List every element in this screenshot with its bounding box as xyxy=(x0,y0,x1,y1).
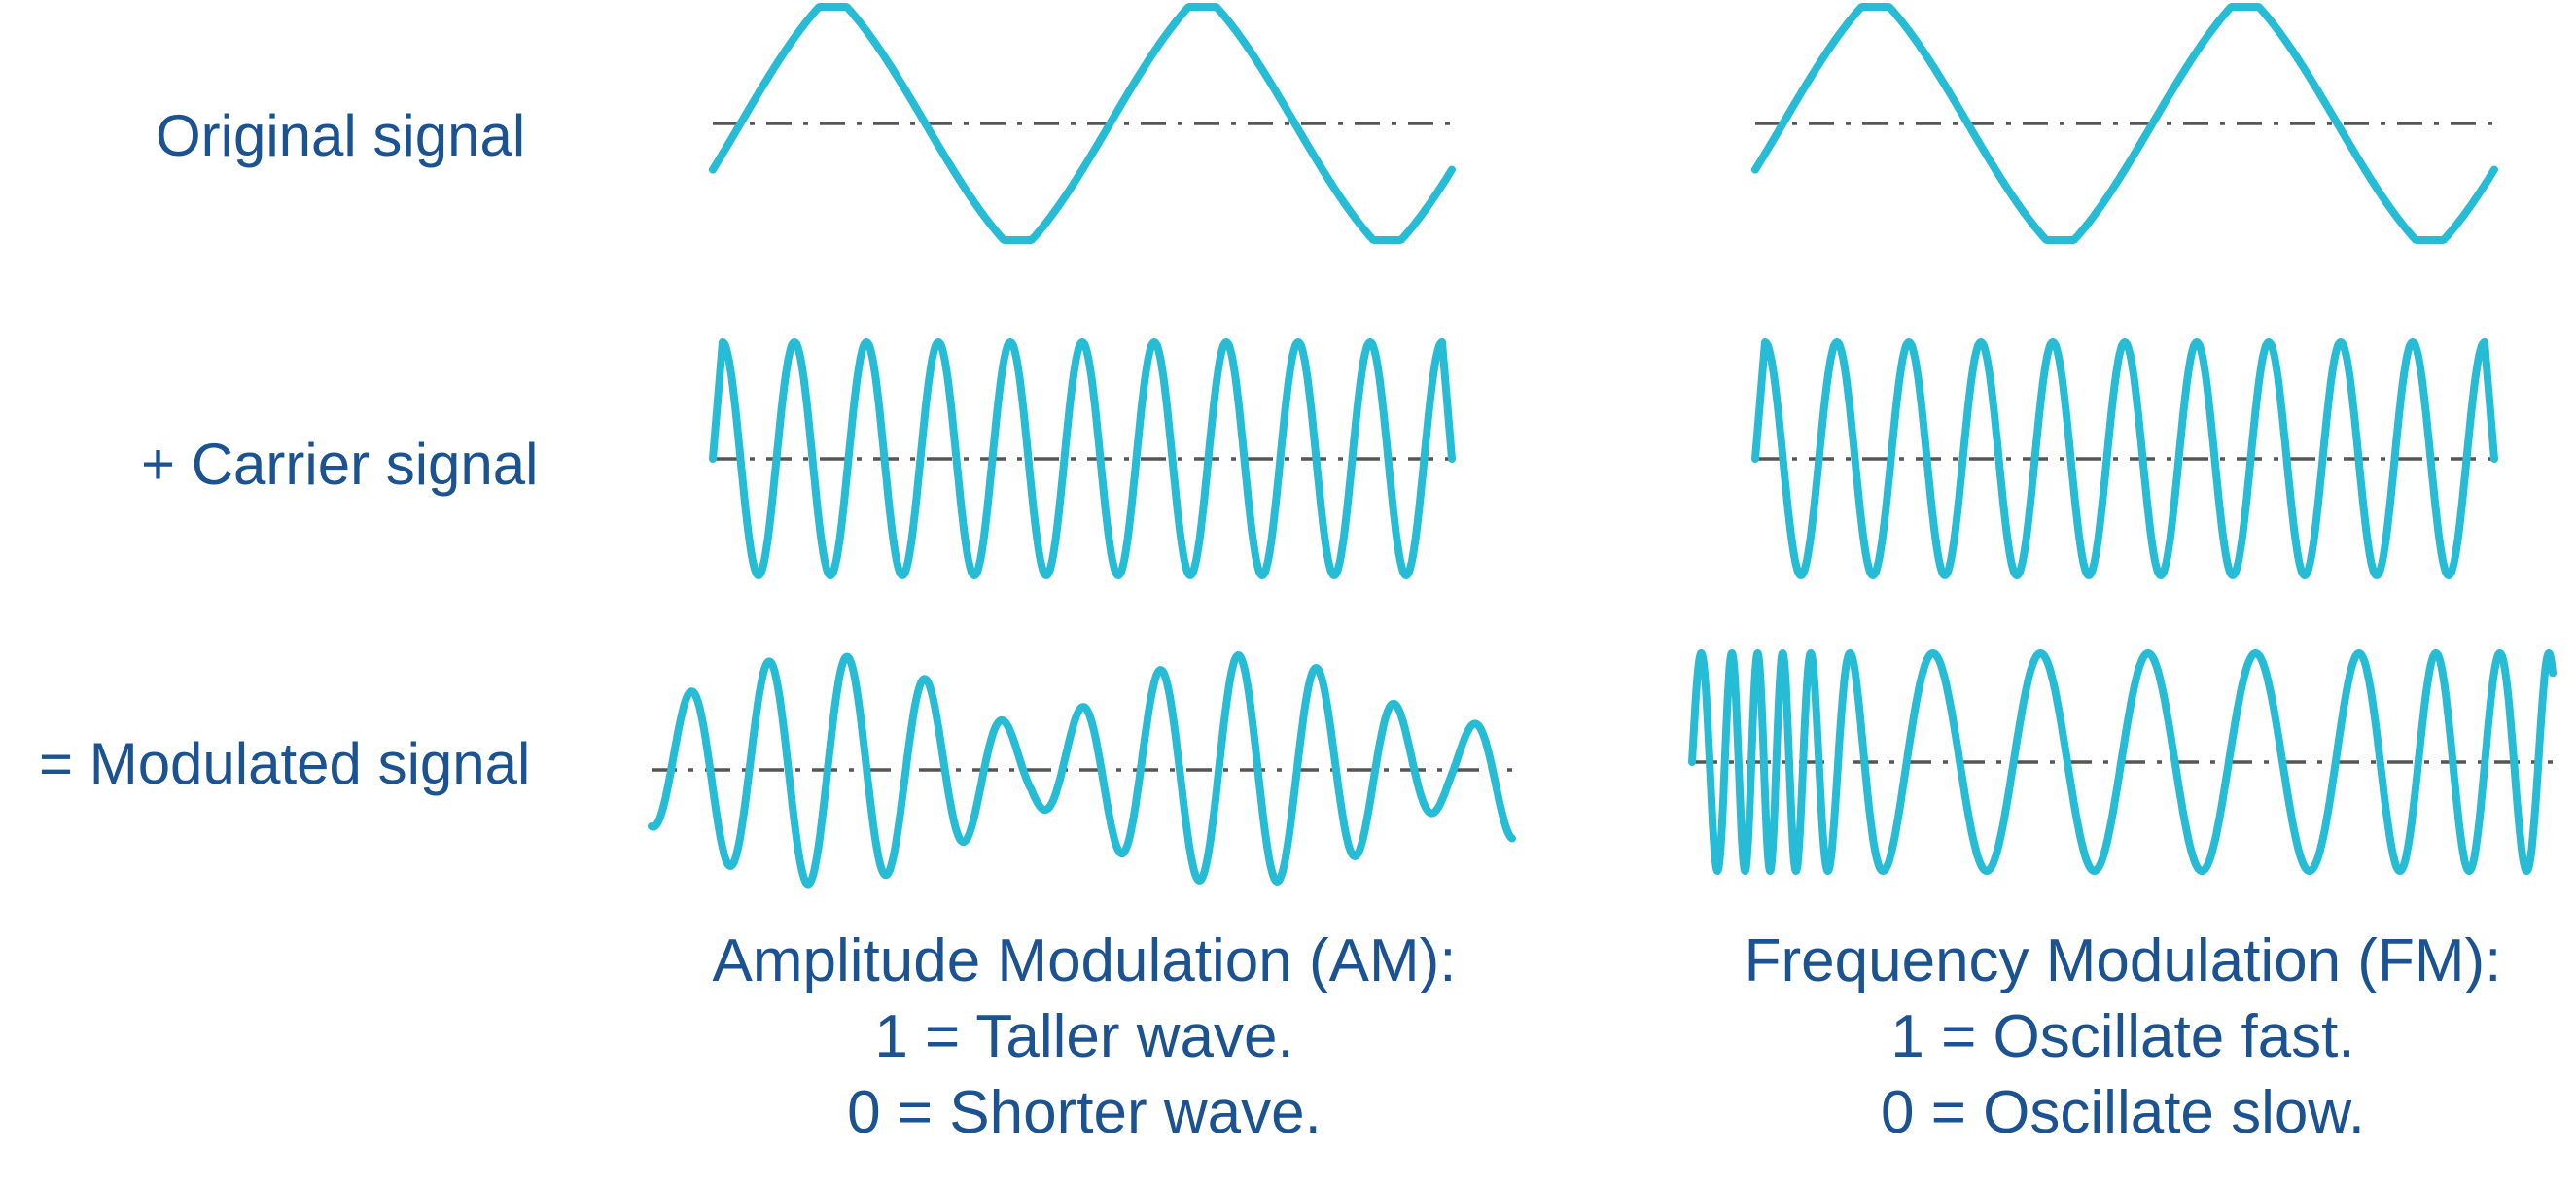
am-original-wave xyxy=(709,3,1456,244)
am-caption-title: Amplitude Modulation (AM): xyxy=(712,927,1457,994)
am-caption-zero: 0 = Shorter wave. xyxy=(847,1079,1322,1146)
fm-original-wave xyxy=(1751,3,2498,244)
modulated-signal-label: = Modulated signal xyxy=(39,731,531,796)
am-modulated-wave xyxy=(648,651,1516,889)
fm-carrier-wave xyxy=(1751,338,2498,579)
fm-caption-one: 1 = Oscillate fast. xyxy=(1890,1003,2355,1070)
carrier-signal-label: + Carrier signal xyxy=(141,432,539,497)
fm-caption-title: Frequency Modulation (FM): xyxy=(1744,927,2502,994)
am-caption: Amplitude Modulation (AM): 1 = Taller wa… xyxy=(598,924,1570,1151)
am-column xyxy=(648,3,1516,889)
fm-caption-zero: 0 = Oscillate slow. xyxy=(1881,1079,2365,1146)
fm-column xyxy=(1688,3,2557,875)
fm-modulated-wave xyxy=(1688,649,2557,875)
am-caption-one: 1 = Taller wave. xyxy=(874,1003,1294,1070)
fm-caption: Frequency Modulation (FM): 1 = Oscillate… xyxy=(1637,924,2576,1151)
original-signal-label: Original signal xyxy=(156,103,526,168)
am-carrier-wave xyxy=(709,338,1456,579)
